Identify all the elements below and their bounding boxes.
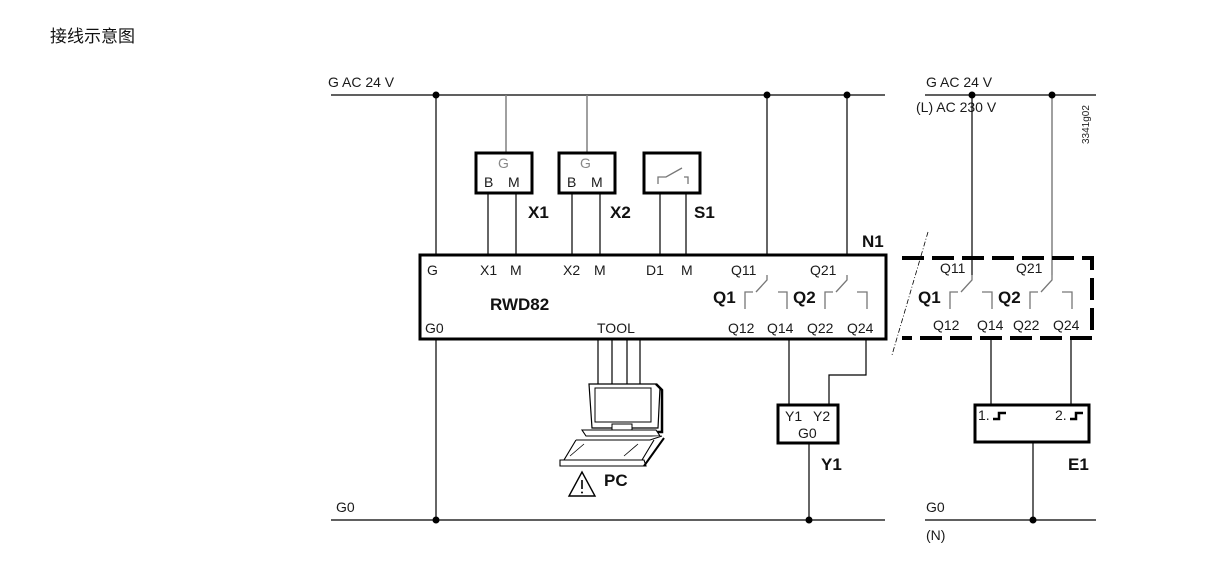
supply-right-top-label: G AC 24 V [926, 74, 993, 90]
supply-left-top-label: G AC 24 V [328, 74, 395, 90]
actuator-terminal-y1: Y1 [785, 408, 802, 424]
sensor-x1-terminal-b: B [484, 174, 493, 190]
ext-terminal-q12: Q12 [933, 317, 960, 333]
supply-right-bottom-label-alt: (N) [926, 527, 945, 543]
ext-relay-q2-label: Q2 [998, 288, 1021, 307]
ext-relay-q1-contact-icon [949, 275, 993, 309]
terminal-q21: Q21 [810, 262, 837, 278]
terminal-d1: D1 [646, 262, 664, 278]
controller-model-label: RWD82 [490, 295, 549, 314]
actuator-label: Y1 [821, 455, 842, 474]
terminal-q22: Q22 [807, 320, 834, 336]
stage-unit-e1: 1. 2. E1 [973, 403, 1091, 474]
ext-terminal-q21: Q21 [1016, 260, 1043, 276]
supply-right-bottom-label: G0 [926, 499, 945, 515]
junction-dot [1048, 91, 1056, 99]
terminal-q11: Q11 [731, 262, 757, 278]
junction-dot [843, 91, 851, 99]
terminal-q24: Q24 [847, 320, 874, 336]
terminal-q12: Q12 [728, 320, 755, 336]
junction-dot [805, 516, 813, 524]
warning-triangle-icon [567, 470, 597, 497]
terminal-m: M [510, 262, 522, 278]
terminal-m: M [681, 262, 693, 278]
actuator-terminal-g0: G0 [798, 425, 817, 441]
junction-dot [432, 516, 440, 524]
relay-q2-label: Q2 [793, 288, 816, 307]
sensor-x1: G B M X1 [474, 151, 549, 222]
terminal-g0: G0 [425, 320, 444, 336]
sensor-x1-label: X1 [528, 203, 549, 222]
supply-right-top-label-alt: (L) AC 230 V [916, 99, 997, 115]
sensor-x1-terminal-g: G [498, 155, 509, 171]
relay-extension: Q11 Q21 Q1 Q2 Q12 Q14 Q22 Q24 [902, 256, 1094, 340]
ext-terminal-q24: Q24 [1053, 317, 1080, 333]
sensor-x2-terminal-m: M [591, 174, 603, 190]
terminal-x2: X2 [563, 262, 580, 278]
actuator-y1: Y1 Y2 G0 Y1 [776, 403, 842, 474]
diagram-id: 3341g02 [1081, 105, 1092, 144]
ext-relay-q2-contact-icon [1029, 275, 1073, 309]
step-icon [993, 411, 1006, 421]
break-line [891, 231, 929, 356]
controller-n1: N1 RWD82 G X1 M X2 M D1 M Q11 Q21 G0 TOO… [418, 232, 888, 341]
actuator-terminal-y2: Y2 [813, 408, 830, 424]
relay-q1-contact-icon [744, 275, 788, 309]
sensor-x2: G B M X2 [557, 151, 631, 222]
supply-left-bottom-label: G0 [336, 499, 355, 515]
switch-contact-icon [657, 167, 689, 184]
step-icon [1070, 411, 1083, 421]
relay-extension-outline [902, 256, 1094, 340]
sensor-x2-terminal-b: B [567, 174, 576, 190]
relay-q1-label: Q1 [713, 288, 736, 307]
stage-2-label: 2. [1055, 407, 1067, 423]
pc-label: PC [604, 471, 628, 490]
junction-dot [1029, 516, 1037, 524]
wire-q24-y2 [828, 340, 867, 405]
ext-terminal-q11: Q11 [940, 260, 966, 276]
ext-terminal-q14: Q14 [977, 317, 1004, 333]
switch-s1: S1 [642, 151, 715, 222]
sensor-x1-terminal-m: M [508, 174, 520, 190]
terminal-g: G [427, 262, 438, 278]
sensor-x2-terminal-g: G [580, 155, 591, 171]
relay-q2-contact-icon [824, 275, 868, 309]
junction-dot [968, 91, 976, 99]
controller-id-label: N1 [862, 232, 884, 251]
junction-dot [432, 91, 440, 99]
switch-s1-label: S1 [694, 203, 715, 222]
stage-1-label: 1. [978, 407, 990, 423]
page-title: 接线示意图 [50, 27, 135, 47]
terminal-x1: X1 [480, 262, 497, 278]
pc-laptop-icon [559, 383, 665, 467]
ext-relay-q1-label: Q1 [918, 288, 941, 307]
junction-dot [763, 91, 771, 99]
sensor-x2-label: X2 [610, 203, 631, 222]
stage-unit-label: E1 [1068, 455, 1089, 474]
terminal-m: M [594, 262, 606, 278]
terminal-tool: TOOL [597, 320, 635, 336]
ext-terminal-q22: Q22 [1013, 317, 1040, 333]
terminal-q14: Q14 [767, 320, 794, 336]
